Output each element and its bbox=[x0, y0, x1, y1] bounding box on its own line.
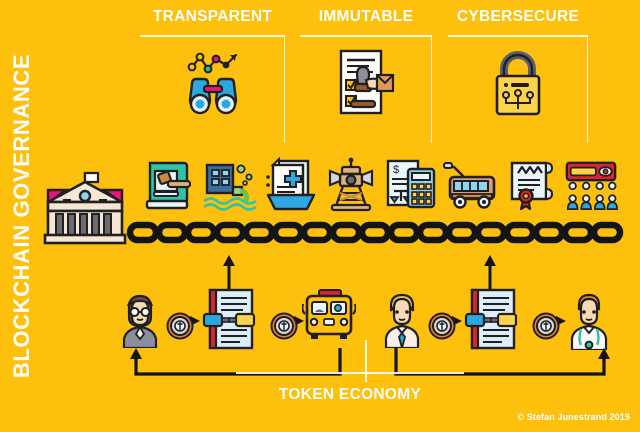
pillar-transparent-label: TRANSPARENT bbox=[152, 8, 273, 25]
pillar-transparent: TRANSPARENT bbox=[140, 8, 285, 143]
token-coin-icon bbox=[270, 312, 298, 345]
binoculars-icon bbox=[140, 47, 285, 119]
finance-calculator-icon: $ bbox=[386, 159, 436, 209]
smart-contract-icon bbox=[202, 288, 266, 355]
doctor-icon bbox=[566, 290, 612, 355]
school-bus-icon bbox=[301, 286, 357, 353]
svg-text:$: $ bbox=[393, 164, 399, 176]
blockchain-chain bbox=[126, 218, 634, 248]
pillar-cybersecure-label: CYBERSECURE bbox=[456, 8, 580, 25]
audience-presentation-icon bbox=[565, 161, 618, 211]
token-economy-stem bbox=[365, 340, 367, 382]
flow-healthcare-uplink-arrow bbox=[483, 255, 497, 298]
token-economy-label: TOKEN ECONOMY bbox=[278, 386, 422, 403]
pillar-cybersecure: CYBERSECURE bbox=[448, 8, 588, 143]
antenna-tower-icon bbox=[328, 157, 374, 212]
padlock-circuit-icon bbox=[448, 47, 588, 119]
sector-icon-finance: $ bbox=[382, 157, 440, 213]
pillar-immutable: IMMUTABLE bbox=[300, 8, 432, 143]
return-arrow-left-icon bbox=[130, 348, 342, 376]
sector-icon-law bbox=[140, 157, 198, 213]
token-coin-icon bbox=[166, 312, 194, 345]
medical-records-icon bbox=[266, 157, 316, 211]
flow-healthcare-return-loop bbox=[390, 348, 612, 385]
flow-education-uplink-arrow bbox=[222, 255, 236, 298]
page-title-text: BLOCKCHAIN GOVERNANCE bbox=[9, 53, 34, 379]
token-coin-icon bbox=[532, 312, 560, 345]
bracket-horizontal-line bbox=[140, 35, 285, 37]
notarized-document-icon bbox=[300, 47, 432, 119]
token-coin-icon bbox=[428, 312, 456, 345]
arrow-up-icon bbox=[223, 255, 235, 293]
pillar-transparent-bracket bbox=[140, 35, 285, 143]
smart-contract-icon bbox=[464, 288, 528, 355]
flow-healthcare bbox=[380, 288, 610, 353]
law-book-gavel-icon bbox=[145, 161, 192, 210]
certificate-seal-icon bbox=[510, 161, 554, 211]
citizen-woman-icon bbox=[118, 290, 162, 353]
bracket-horizontal-line bbox=[300, 35, 432, 37]
bracket-vertical-line bbox=[283, 35, 285, 143]
pillar-immutable-label: IMMUTABLE bbox=[318, 8, 414, 25]
trolley-bus-icon bbox=[443, 162, 496, 209]
flow-education bbox=[118, 288, 357, 353]
government-building-icon bbox=[42, 168, 128, 251]
token-economy-section: TOKEN ECONOMY bbox=[235, 372, 465, 404]
copyright-credit: © Stefan Junestrand 2019 bbox=[517, 412, 630, 422]
sector-icon-health bbox=[262, 157, 320, 213]
sector-icon-transport bbox=[442, 157, 500, 213]
bracket-vertical-line bbox=[586, 35, 588, 143]
token-economy-rule bbox=[236, 372, 464, 374]
flow-education-return-loop bbox=[128, 348, 346, 385]
bracket-horizontal-line bbox=[448, 35, 588, 37]
bracket-vertical-line bbox=[430, 35, 432, 143]
pillar-immutable-bracket bbox=[300, 35, 432, 143]
sector-icon-industry bbox=[200, 157, 258, 213]
sector-icon-telecom bbox=[322, 157, 380, 213]
return-arrow-right-icon bbox=[394, 348, 610, 376]
sector-icon-certification bbox=[502, 157, 560, 213]
page-title: BLOCKCHAIN GOVERNANCE bbox=[0, 0, 44, 432]
citizen-man-icon bbox=[380, 290, 424, 353]
chain-icon bbox=[126, 221, 624, 244]
sector-icon-participation bbox=[562, 157, 620, 213]
arrow-up-icon bbox=[484, 255, 496, 293]
pillar-cybersecure-bracket bbox=[448, 35, 588, 143]
factory-pollution-icon bbox=[203, 163, 257, 211]
